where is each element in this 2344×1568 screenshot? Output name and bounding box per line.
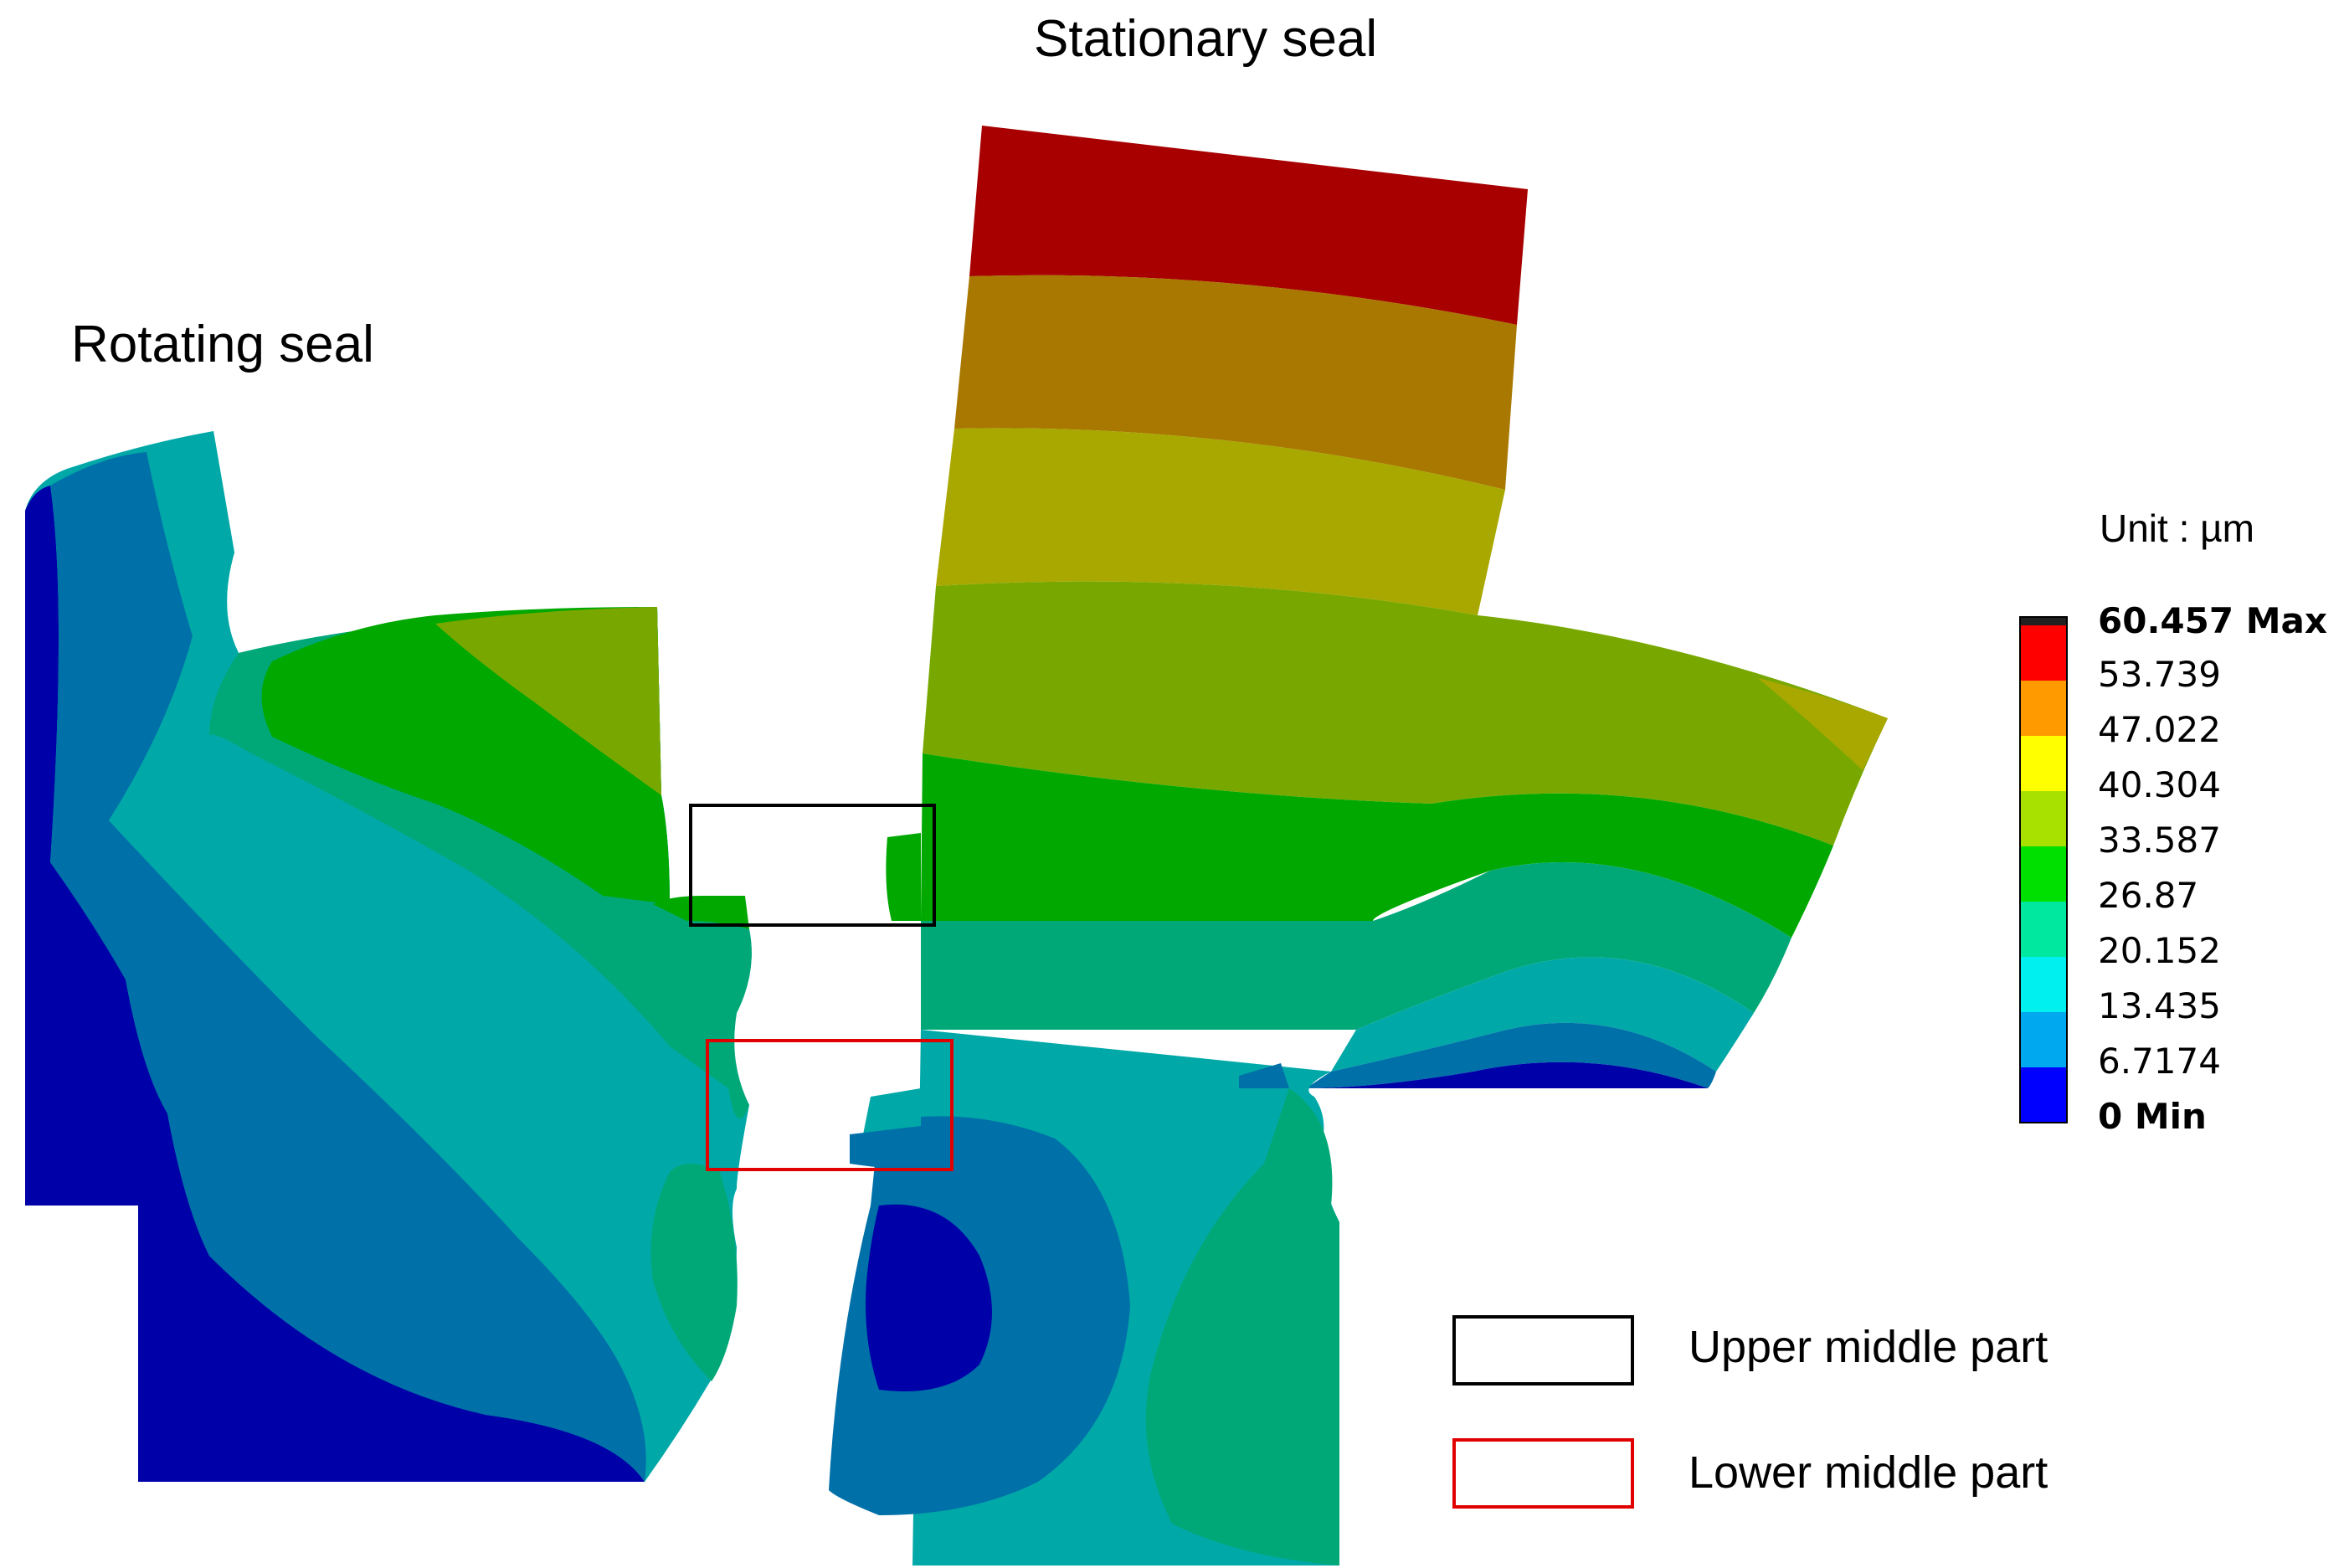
stationary-tip [1758, 678, 1888, 770]
colorbar-label-1: 53.739 [2098, 654, 2221, 695]
colorbar-level-2 [2020, 681, 2067, 736]
stationary-band-53 [969, 126, 1528, 325]
colorbar-frame [2019, 616, 2068, 1123]
colorbar-label-8: 6.7174 [2098, 1041, 2221, 1082]
colorbar-level-1 [2020, 625, 2067, 681]
stationary-seal-title: Stationary seal [1034, 10, 1377, 68]
rotating-seal-body [25, 431, 752, 1482]
stationary-band-40 [936, 428, 1505, 615]
stationary-band-0 [1289, 1062, 1708, 1088]
colorbar-level-7 [2020, 957, 2067, 1012]
rotating-band-0 [25, 486, 645, 1482]
rotating-band-33 [435, 607, 661, 795]
stationary-band-13 [1331, 957, 1754, 1072]
upper-middle-part-box [689, 804, 936, 927]
stationary-lower-notch [862, 1088, 921, 1139]
colorbar-unit: Unit : µm [2100, 506, 2254, 550]
legend-upper-label: Upper middle part [1689, 1322, 2048, 1372]
rotating-band-13b [109, 431, 695, 1482]
colorbar-label-5: 26.87 [2098, 875, 2198, 916]
legend-upper-swatch [1452, 1315, 1634, 1385]
colorbar-level-6 [2020, 902, 2067, 957]
colorbar-label-4: 33.587 [2098, 820, 2221, 861]
colorbar-label-min: 0 Min [2098, 1096, 2207, 1137]
stationary-band-26 [921, 753, 1833, 938]
colorbar-label-2: 47.022 [2098, 709, 2221, 750]
rotating-bulge [650, 1164, 738, 1381]
stationary-lower-notch-blue [850, 1126, 921, 1172]
stationary-upper-notch [886, 833, 921, 921]
colorbar: Unit : µm 60.457 Max 53.739 47.022 40.30… [2019, 506, 2327, 1137]
colorbar-label-7: 13.435 [2098, 985, 2221, 1026]
lower-middle-part-box [706, 1039, 954, 1171]
stationary-band-47 [954, 275, 1517, 490]
stationary-band-20 [921, 862, 1791, 1030]
colorbar-label-6: 20.152 [2098, 930, 2221, 971]
colorbar-level-0 [2020, 617, 2067, 625]
colorbar-level-3 [2020, 736, 2067, 791]
legend-lower-swatch [1452, 1438, 1634, 1509]
colorbar-label-max: 60.457 Max [2098, 600, 2327, 641]
rotating-band-6 [50, 452, 646, 1482]
rotating-seal-title: Rotating seal [71, 316, 374, 373]
junction-marker [1239, 1063, 1289, 1088]
colorbar-label-3: 40.304 [2098, 764, 2221, 805]
colorbar-level-4 [2020, 791, 2067, 846]
box-legend: Upper middle part Lower middle part [1452, 1315, 2048, 1509]
stationary-lower-green [1145, 1088, 1339, 1565]
legend-lower-label: Lower middle part [1689, 1447, 2048, 1498]
colorbar-level-9 [2020, 1067, 2067, 1123]
stationary-seal-body [829, 126, 1888, 1565]
colorbar-level-8 [2020, 1012, 2067, 1067]
colorbar-level-5 [2020, 846, 2067, 902]
stationary-lower-darkblue [866, 1204, 992, 1391]
stationary-band-33 [923, 581, 1888, 846]
rotating-protrusion [653, 896, 749, 929]
stationary-band-6 [1306, 1022, 1716, 1088]
